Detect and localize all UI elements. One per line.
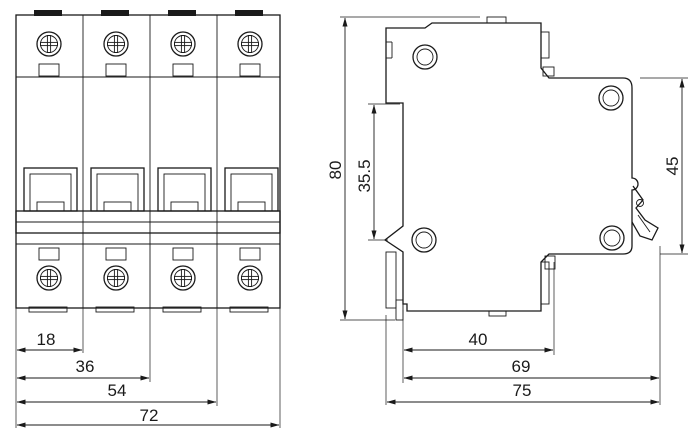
dim-label-54: 54 xyxy=(108,381,127,400)
side-screw-icon xyxy=(412,44,438,70)
top-tab xyxy=(34,10,62,16)
dim-label-69: 69 xyxy=(512,357,531,376)
dim-label-80: 80 xyxy=(326,161,345,180)
top-tab xyxy=(168,10,196,16)
terminal-screw-icon xyxy=(170,265,196,291)
terminal-screw-icon xyxy=(237,31,263,57)
toggle-handle xyxy=(224,167,279,212)
side-view xyxy=(383,16,659,321)
front-dimensions: 18 36 54 72 xyxy=(16,330,280,428)
terminal-screw-icon xyxy=(103,31,129,57)
top-tab xyxy=(235,10,263,16)
dim-label-18: 18 xyxy=(37,330,56,349)
lever-icon xyxy=(631,185,659,241)
top-tab xyxy=(101,10,129,16)
dim-label-40: 40 xyxy=(469,330,488,349)
breaker-body xyxy=(15,14,281,309)
side-screw-icon xyxy=(598,85,624,111)
toggle-handle xyxy=(157,167,212,212)
front-extension-lines xyxy=(15,308,281,428)
dim-label-35-5: 35.5 xyxy=(355,159,374,192)
terminal-screw-icon xyxy=(36,31,62,57)
front-view xyxy=(15,10,281,313)
terminal-screw-icon xyxy=(170,31,196,57)
dim-label-72: 72 xyxy=(140,406,159,425)
side-extension-lines xyxy=(340,16,688,405)
side-dimensions: 80 35.5 45 40 69 75 xyxy=(326,17,685,405)
side-body-outline xyxy=(383,22,639,312)
terminal-screw-icon xyxy=(103,265,129,291)
toggle-handle xyxy=(23,167,78,212)
dim-label-75: 75 xyxy=(513,381,532,400)
toggle-handle xyxy=(90,167,145,212)
side-screw-icon xyxy=(599,225,625,251)
dim-label-36: 36 xyxy=(76,357,95,376)
terminal-screw-icon xyxy=(237,265,263,291)
dim-label-45: 45 xyxy=(663,157,682,176)
side-screw-icon xyxy=(411,227,437,253)
terminal-screw-icon xyxy=(36,265,62,291)
